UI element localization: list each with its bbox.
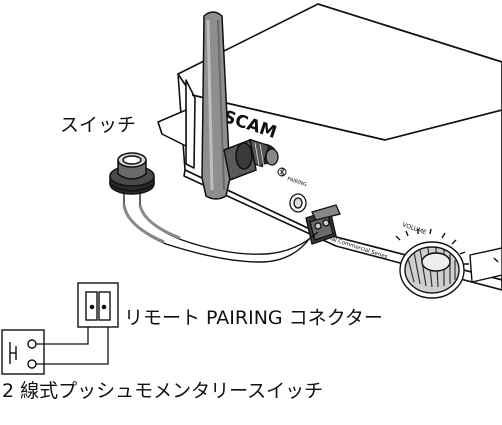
push-button-icon (109, 152, 155, 205)
remote-connector-schematic (77, 282, 119, 328)
remote-connector-label: リモート PAIRING コネクター (124, 307, 383, 329)
mounting-bracket (157, 108, 187, 148)
pairing-button-icon (289, 193, 307, 213)
switch-wires (122, 204, 319, 263)
antenna-icon (201, 11, 257, 200)
momentary-switch-label: 2 線式プッシュモメンタリースイッチ (2, 380, 324, 402)
schematic-wires (36, 327, 109, 365)
switch-label: スイッチ (60, 114, 137, 136)
volume-knob-icon (395, 228, 502, 299)
momentary-switch-schematic (1, 329, 45, 375)
pairing-label: PAIRING (286, 176, 307, 188)
bluetooth-icon (277, 167, 287, 177)
